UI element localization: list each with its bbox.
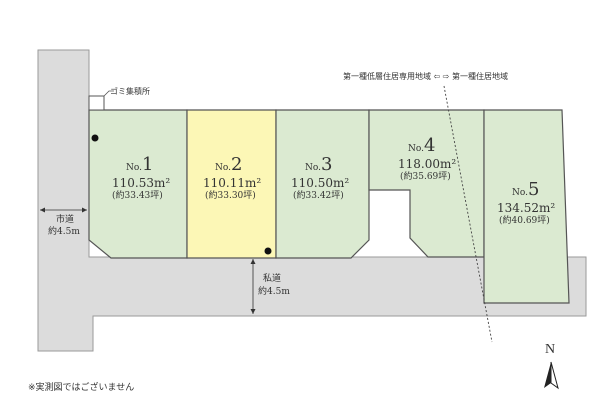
lot-2-number: No.2 bbox=[215, 154, 243, 175]
lot-1-shape bbox=[88, 109, 188, 259]
lot-3-area: 110.50m² bbox=[291, 176, 350, 190]
lot-3-tsubo: (約33.42坪) bbox=[293, 191, 344, 201]
city-road-arrow-left bbox=[40, 207, 45, 213]
lot-1-area: 110.53m² bbox=[112, 176, 171, 190]
garbage-station-label: ゴミ集積所 bbox=[110, 87, 150, 96]
garbage-station-box bbox=[88, 95, 105, 111]
boundary-marker-2 bbox=[264, 247, 272, 255]
city-road-label: 市道 bbox=[56, 215, 75, 225]
lot-5-number: No.5 bbox=[512, 179, 540, 200]
lot-4-number: No.4 bbox=[408, 135, 436, 156]
private-road-label: 私道 bbox=[263, 274, 282, 284]
lot-5-tsubo: (約40.69坪) bbox=[499, 216, 550, 226]
lot-5-area: 134.52m² bbox=[497, 201, 556, 215]
private-road-arrow-top bbox=[250, 259, 256, 264]
boundary-marker-1 bbox=[91, 134, 99, 142]
north-arrow-icon bbox=[544, 361, 559, 390]
lot-5-shape bbox=[483, 109, 570, 304]
disclaimer-note: ※実測図ではございません bbox=[28, 383, 135, 393]
zoning-label: 第一種低層住居専用地域 ⇦ ⇨ 第一種住居地域 bbox=[343, 72, 509, 81]
lot-1-number: No.1 bbox=[126, 154, 154, 175]
private-road-arrow-bottom bbox=[250, 309, 256, 314]
north-label: N bbox=[545, 342, 556, 357]
zoning-boundary-line bbox=[443, 85, 493, 343]
city-road-width: 約4.5m bbox=[48, 227, 80, 237]
lot-3-number: No.3 bbox=[305, 154, 333, 175]
private-road-width: 約4.5m bbox=[258, 287, 290, 297]
lot-3-shape bbox=[275, 109, 370, 259]
lot-4-area: 118.00m² bbox=[398, 157, 457, 171]
lot-4-tsubo: (約35.69坪) bbox=[400, 172, 451, 182]
lot-2-tsubo: (約33.30坪) bbox=[205, 191, 256, 201]
city-road-arrow-right bbox=[82, 207, 87, 213]
lot-4-shape bbox=[368, 109, 485, 258]
lot-1-tsubo: (約33.43坪) bbox=[112, 191, 163, 201]
garbage-leader-line bbox=[103, 90, 114, 97]
lot-2-area: 110.11m² bbox=[203, 176, 262, 190]
